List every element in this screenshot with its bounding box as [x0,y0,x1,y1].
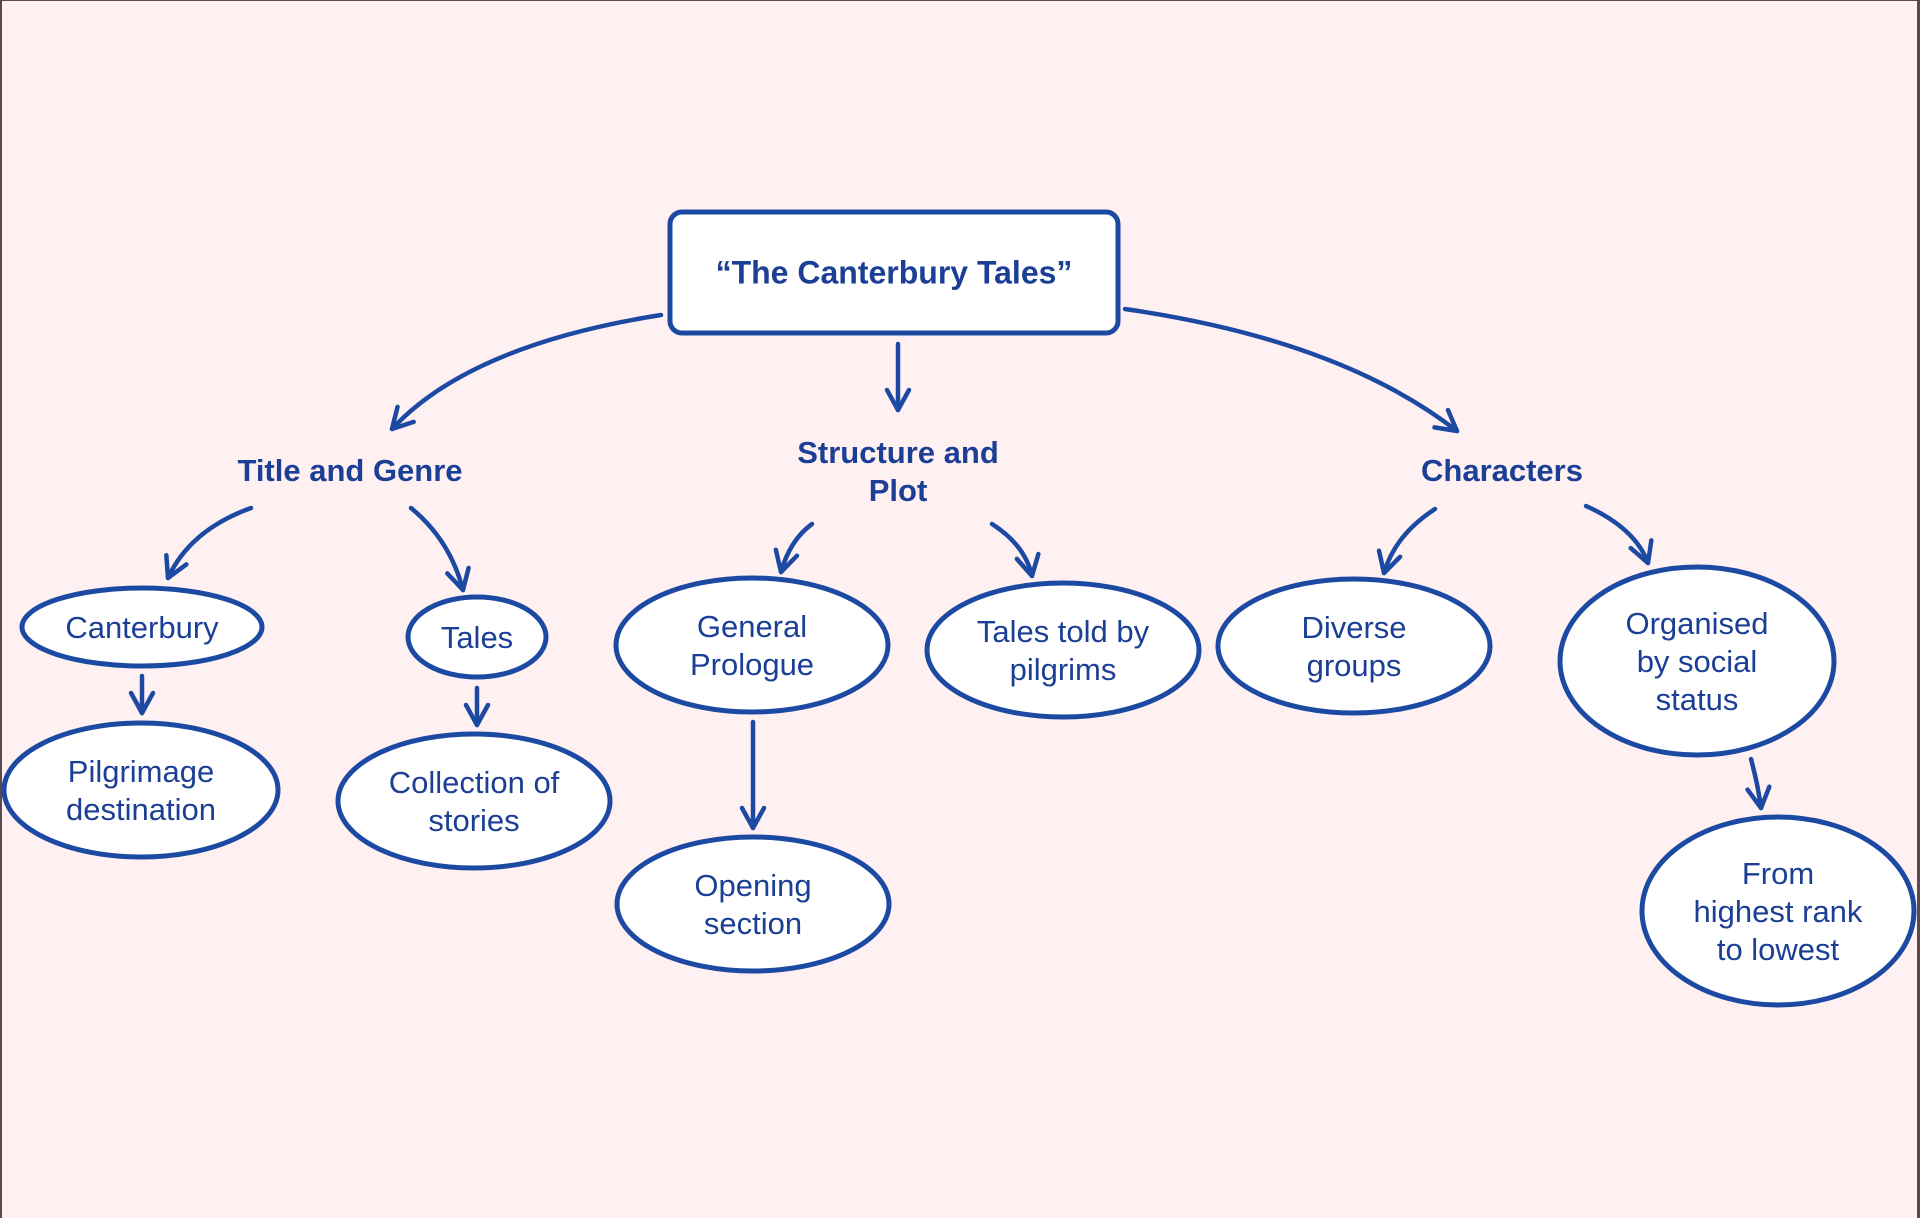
nodes-layer: “The Canterbury Tales” Title and Genre Str… [1,209,1917,1008]
node-label: Opening [694,868,811,903]
arrow-canterbury-to-pilgrimage-destination [128,673,156,716]
connector-line [989,521,1035,579]
arrowhead-icon [164,552,189,581]
node-label: Tales [441,620,513,655]
node-label: groups [1307,648,1402,683]
node-label: stories [428,803,519,838]
edges-layer [128,306,1772,831]
arrow-root-to-title-genre [389,312,664,432]
connector-line [408,505,466,593]
node-ellipse [1557,564,1837,758]
category-label: Title and Genre [237,453,462,488]
root-box [667,209,1121,336]
node-ellipse [1,720,281,860]
node-label: section [704,906,802,941]
arrow-root-to-characters [1122,306,1460,434]
node-label: by social [1637,644,1758,679]
arrow-tales-to-collection-of-stories [463,685,491,728]
arrowhead-icon [1376,548,1403,576]
connector-line [1122,306,1460,434]
node-label: Tales told by [977,614,1150,649]
arrowhead-icon [463,702,491,728]
node-ellipse [405,594,549,680]
arrow-structure-plot-to-general-prologue [773,521,815,575]
node-label: Prologue [690,647,814,682]
arrowhead-icon [1745,784,1772,811]
node-label: Diverse [1301,610,1406,645]
connector-line [1583,503,1651,566]
arrowhead-icon [1014,551,1041,579]
node-label: From [1742,856,1814,891]
node-label: Canterbury [65,610,219,645]
arrowhead-icon [739,805,767,831]
connector-line [1381,506,1438,576]
node-ellipse [1639,814,1917,1008]
arrow-title-genre-to-canterbury [164,505,254,581]
connector-line [778,521,815,575]
arrow-root-to-structure-plot [884,341,912,413]
node-ellipse [1215,576,1493,716]
node-ellipse [924,580,1202,720]
node-label: Pilgrimage [68,754,214,789]
arrow-general-prologue-to-opening-section [739,719,767,831]
category-label: Plot [869,473,928,508]
node-ellipse [19,585,265,669]
arrow-title-genre-to-tales [408,505,471,593]
arrowhead-icon [884,387,912,413]
root-label: “The Canterbury Tales” [716,255,1073,291]
node-label: highest rank [1694,894,1863,929]
connector-line [389,312,664,432]
node-characters[interactable]: Characters [1421,453,1583,488]
node-ellipse [613,575,891,715]
arrowhead-icon [128,690,156,716]
arrow-characters-to-organised-by-social-status [1583,503,1654,566]
node-tales[interactable]: Tales [405,594,549,680]
arrowhead-icon [445,565,471,593]
node-canterbury[interactable]: Canterbury [19,585,265,669]
arrowhead-icon [1628,538,1654,566]
node-label: to lowest [1717,932,1840,967]
node-label: Collection of [389,765,560,800]
arrow-characters-to-diverse-groups [1376,506,1438,576]
arrow-organised-by-social-status-to-highest-to-lowest [1745,756,1772,811]
arrowhead-icon [1432,407,1460,434]
arrowhead-icon [773,547,800,575]
node-title-genre[interactable]: Title and Genre [237,453,462,488]
connector-line [165,505,254,581]
node-label: status [1656,682,1739,717]
arrowhead-icon [389,404,416,432]
arrow-structure-plot-to-tales-told-by-pilgrims [989,521,1041,579]
node-ellipse [614,834,892,974]
node-label: General [697,609,807,644]
node-label: Organised [1625,606,1768,641]
node-label: pilgrims [1010,652,1117,687]
category-label: Structure and [797,435,999,470]
node-ellipse [335,731,613,871]
category-label: Characters [1421,453,1583,488]
node-label: destination [66,792,216,827]
node-root[interactable]: “The Canterbury Tales” [667,209,1121,336]
